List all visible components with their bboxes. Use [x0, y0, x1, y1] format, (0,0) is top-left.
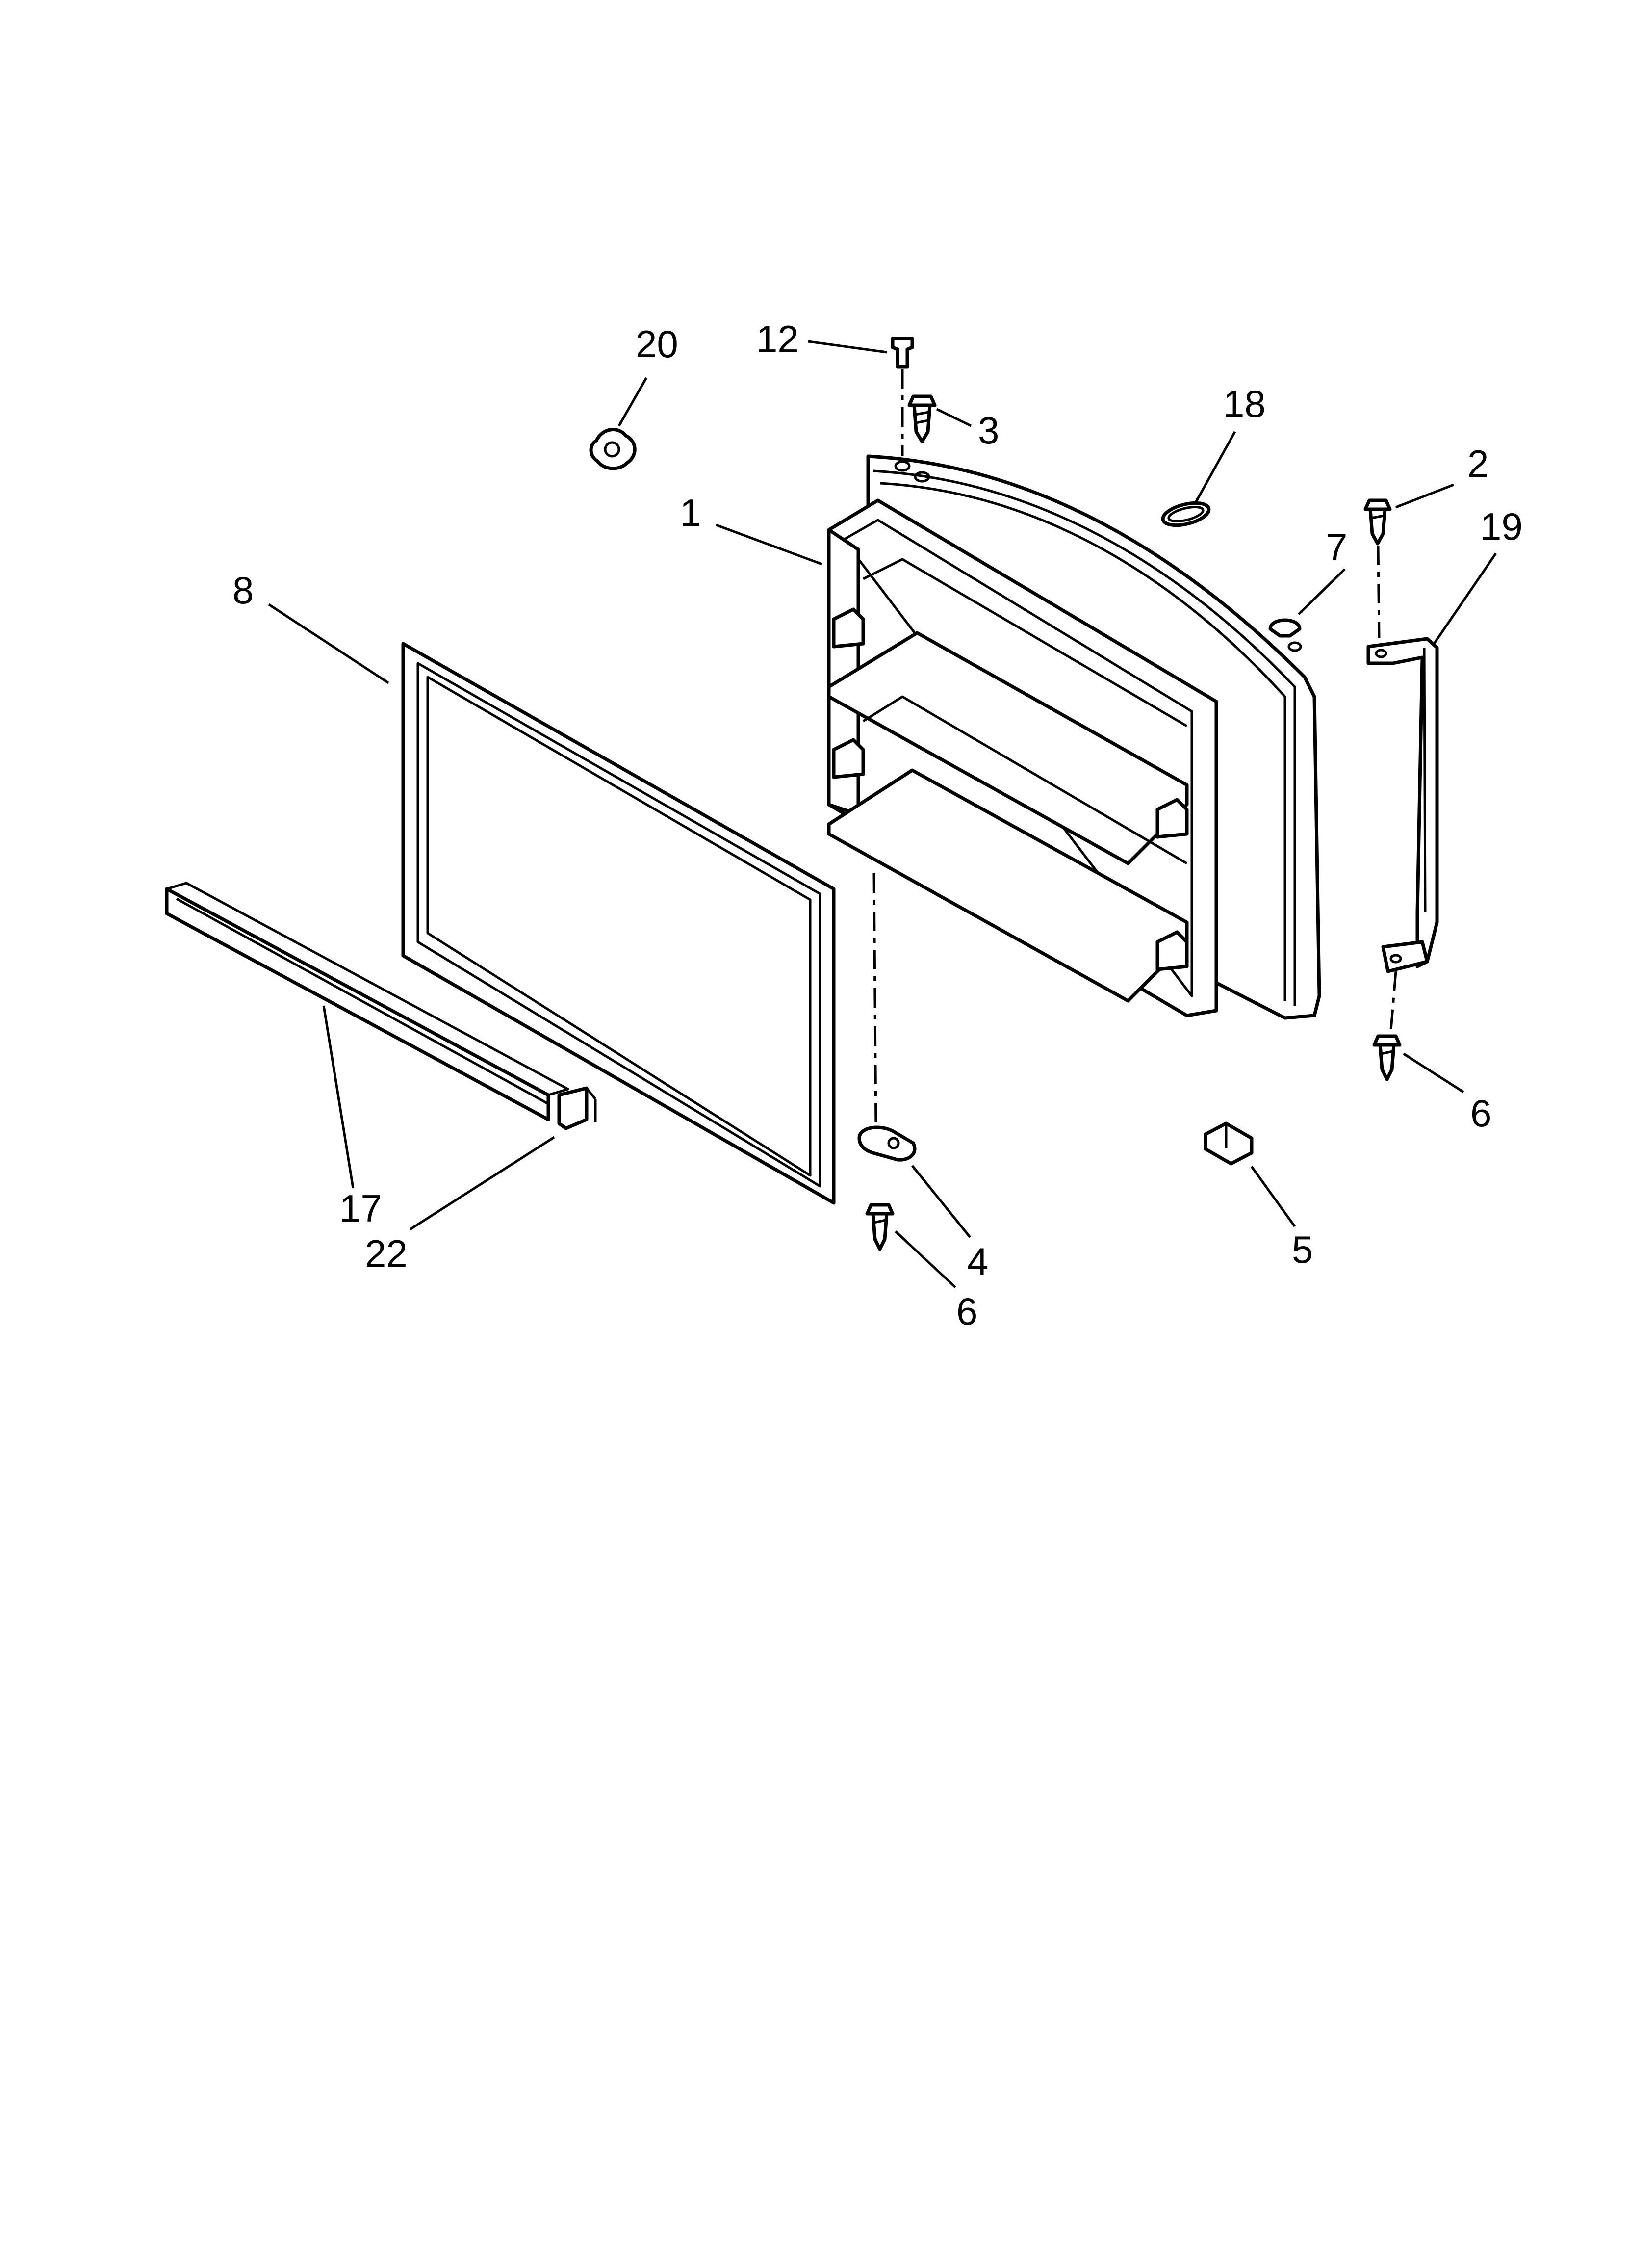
callout-20: 20	[636, 322, 678, 365]
screw-top	[907, 394, 937, 443]
screw-right-top	[1363, 498, 1392, 546]
screw-right-bottom	[1372, 1034, 1402, 1081]
leader-5	[1250, 1166, 1296, 1227]
screw-hinge-bottom	[865, 1203, 895, 1251]
leader-20	[617, 377, 648, 427]
leader-2	[1395, 483, 1454, 509]
callout-4: 4	[967, 1240, 988, 1283]
lower-hinge	[857, 1125, 917, 1162]
alignment-line-handle-bottom	[1389, 971, 1397, 1031]
leader-6-right	[1403, 1052, 1464, 1094]
leader-19	[1433, 552, 1497, 645]
callout-22: 22	[365, 1232, 408, 1275]
hinge-pin	[891, 337, 914, 369]
callout-6-right: 6	[1470, 1092, 1491, 1135]
callout-12: 12	[756, 317, 799, 361]
callout-19: 19	[1480, 505, 1523, 548]
leader-4	[911, 1165, 971, 1238]
callout-17: 17	[339, 1187, 382, 1230]
end-cap	[557, 1086, 597, 1130]
callout-18: 18	[1223, 382, 1266, 425]
callout-5: 5	[1292, 1228, 1313, 1271]
callout-6-bottom: 6	[956, 1290, 977, 1333]
seal-ring	[1161, 501, 1211, 527]
trim-strip	[165, 882, 569, 1121]
leader-3	[936, 408, 972, 427]
alignment-line-handle-top	[1377, 545, 1381, 638]
callout-2: 2	[1467, 442, 1488, 485]
alignment-line-hinge	[872, 873, 877, 1129]
leader-17	[322, 1005, 355, 1189]
callout-1: 1	[680, 491, 701, 534]
clip	[589, 428, 637, 470]
leader-12	[808, 340, 887, 354]
callout-8: 8	[232, 569, 254, 612]
bracket	[1204, 1121, 1254, 1166]
plug	[1268, 618, 1302, 638]
leader-6-bottom	[895, 1230, 956, 1288]
leader-8	[268, 603, 389, 684]
door-gasket	[401, 642, 836, 1205]
door-liner	[827, 454, 1321, 1020]
callout-3: 3	[978, 409, 999, 452]
leader-7	[1298, 568, 1346, 615]
leader-18	[1194, 431, 1236, 503]
leader-1	[716, 523, 822, 566]
leader-22	[409, 1136, 555, 1231]
door-handle	[1366, 637, 1439, 973]
callout-7: 7	[1326, 525, 1347, 569]
